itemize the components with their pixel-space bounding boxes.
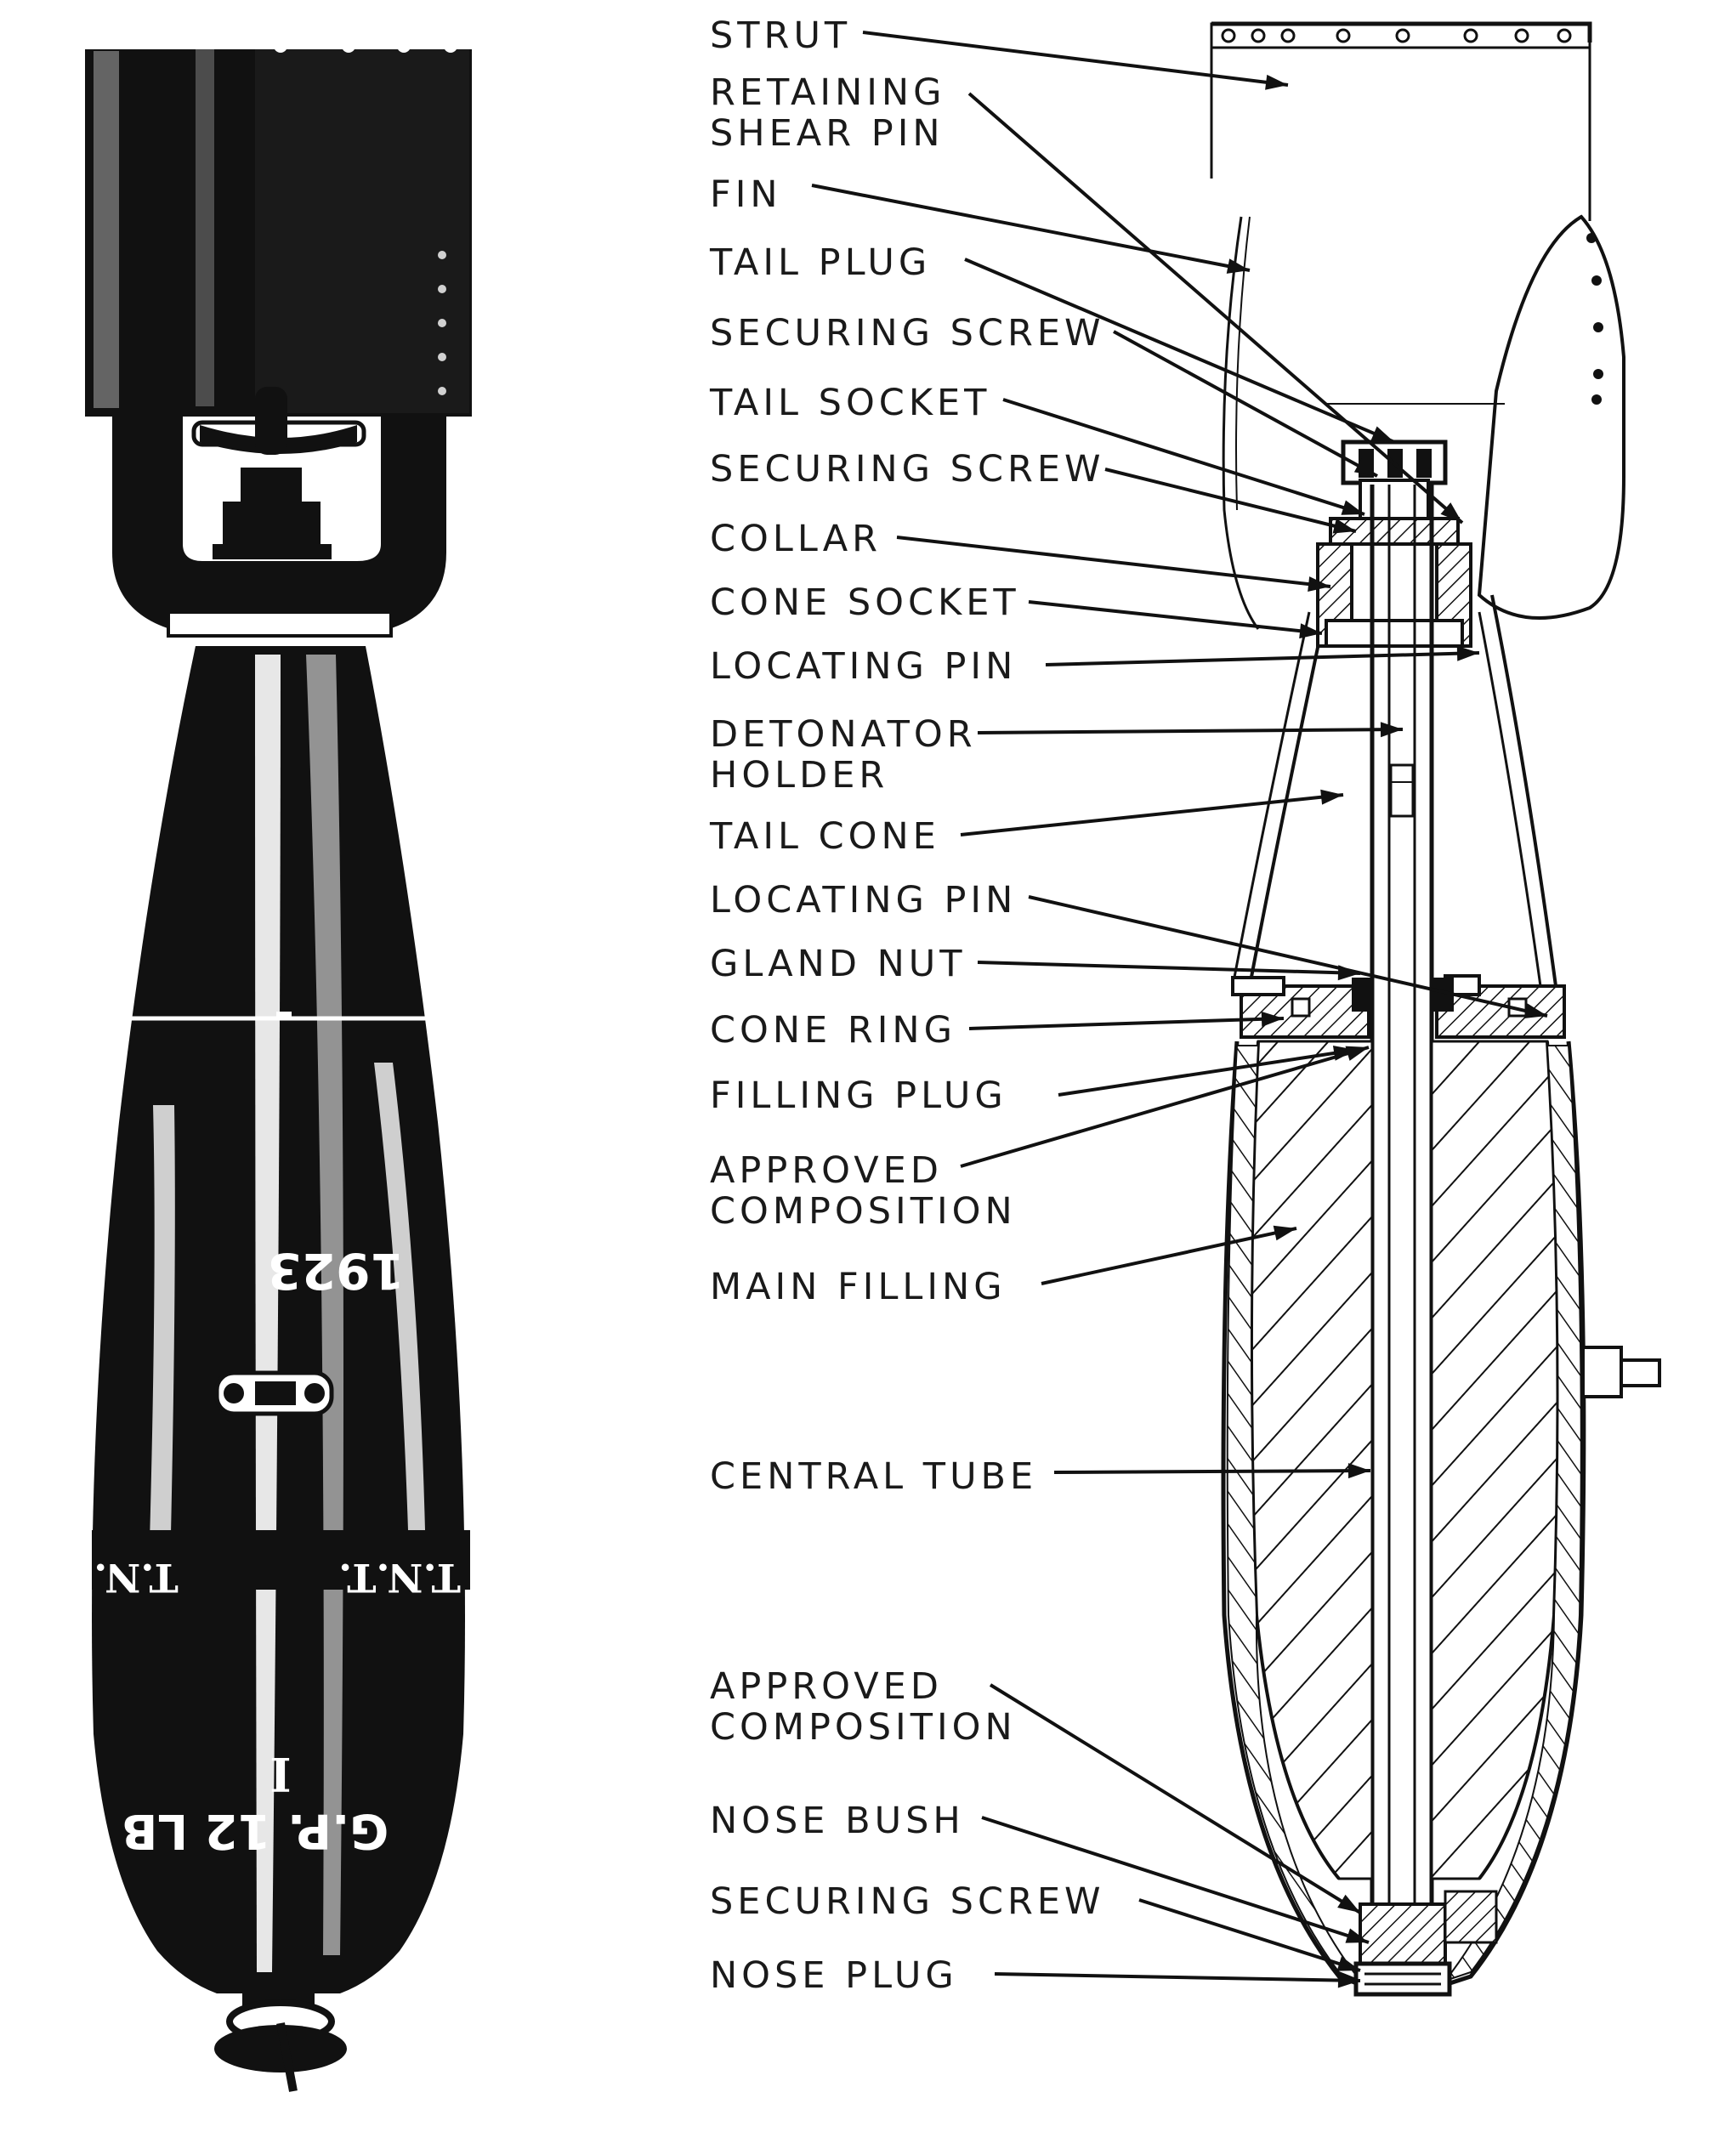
cone-ring	[1231, 974, 1566, 1039]
leader-lines	[811, 31, 1548, 1988]
leader-tail-plug	[964, 258, 1395, 444]
bomb-body	[92, 646, 465, 1993]
label-tail-plug: TAIL PLUG	[710, 241, 932, 284]
leader-tail-cone	[960, 793, 1344, 836]
marking-type: G.P. 12 LB	[122, 1803, 389, 1858]
leader-nose-plug	[994, 1972, 1361, 1982]
label-main-filling: MAIN FILLING	[710, 1266, 1007, 1308]
arrowhead-securing-screw-3	[1336, 1956, 1360, 1971]
label-filling-plug: FILLING PLUG	[710, 1075, 1007, 1117]
label-approved-composition-2: APPROVED COMPOSITION	[710, 1665, 1017, 1749]
label-cone-socket: CONE SOCKET	[710, 581, 1020, 624]
arrowhead-nose-bush	[1345, 1928, 1369, 1943]
label-securing-screw-3: SECURING SCREW	[710, 1880, 1105, 1923]
label-gland-nut: GLAND NUT	[710, 943, 967, 985]
leader-strut	[862, 31, 1289, 87]
leader-main-filling	[1041, 1227, 1297, 1285]
label-nose-bush: NOSE BUSH	[710, 1800, 965, 1842]
label-detonator-holder: DETONATOR HOLDER	[710, 713, 977, 797]
label-securing-screw-2: SECURING SCREW	[710, 448, 1105, 490]
label-nose-plug: NOSE PLUG	[710, 1954, 958, 1997]
label-locating-pin-1: LOCATING PIN	[710, 645, 1018, 688]
arrowhead-approved-composition-2	[1337, 1894, 1360, 1913]
leader-filling-plug	[1058, 1048, 1357, 1097]
leader-fin	[811, 184, 1251, 272]
main-filling	[1250, 1040, 1374, 1880]
leader-locating-pin-1	[1045, 651, 1480, 666]
arrowhead-collar	[1308, 576, 1330, 593]
leader-securing-screw-3	[1138, 1898, 1361, 1972]
leader-approved-composition-1	[960, 1046, 1370, 1168]
arrowhead-cone-socket	[1299, 623, 1322, 639]
marking-year: 1923	[267, 1242, 404, 1300]
suspension-lug	[214, 1370, 334, 1416]
label-locating-pin-2: LOCATING PIN	[710, 879, 1018, 921]
label-strut: STRUT	[710, 14, 852, 57]
leader-securing-screw-2	[1104, 468, 1357, 533]
fin-right	[1477, 214, 1625, 620]
leader-securing-screw-1	[1113, 330, 1378, 478]
arrowhead-securing-screw-1	[1353, 458, 1377, 476]
nose-assembly	[1353, 1890, 1498, 1997]
bomb-sectional-view	[1210, 21, 1661, 1997]
label-retaining-shear-pin: RETAINING SHEAR PIN	[710, 71, 946, 155]
label-central-tube: CENTRAL TUBE	[710, 1455, 1038, 1498]
label-fin: FIN	[710, 173, 782, 216]
arrowhead-central-tube	[1347, 1463, 1370, 1479]
leader-approved-composition-2	[989, 1683, 1362, 1914]
tail-socket-assembly	[1316, 439, 1472, 648]
arrowhead-main-filling	[1273, 1225, 1296, 1241]
arrowhead-strut	[1265, 74, 1288, 90]
arrowhead-detonator-holder	[1380, 722, 1403, 738]
arrowhead-securing-screw-2	[1332, 519, 1356, 534]
bomb-exterior-view: 1923 T.N.T. T.N. G.P. 12 LB I	[85, 31, 472, 2092]
leader-nose-bush	[981, 1816, 1370, 1944]
leader-collar	[896, 536, 1331, 588]
arrowhead-locating-pin-2	[1523, 1003, 1547, 1018]
arrowhead-tail-cone	[1320, 789, 1343, 805]
marking-tnt: T.N.T.	[338, 1555, 461, 1601]
marking-tn: T.N.	[94, 1555, 178, 1601]
central-tube	[1370, 485, 1434, 1981]
leader-tail-socket	[1002, 398, 1365, 516]
arrowhead-gland-nut	[1337, 965, 1360, 981]
label-securing-screw-1: SECURING SCREW	[710, 312, 1105, 354]
arrowhead-approved-composition-1	[1345, 1046, 1369, 1061]
label-collar: COLLAR	[710, 518, 882, 560]
arrowhead-fin	[1226, 258, 1250, 274]
arrowhead-nose-plug	[1337, 1972, 1360, 1988]
arrowhead-tail-plug	[1370, 426, 1394, 442]
arrowhead-locating-pin-1	[1456, 645, 1479, 661]
arrowhead-retaining-shear-pin	[1440, 502, 1462, 523]
leader-cone-ring	[968, 1017, 1285, 1030]
leader-detonator-holder	[977, 728, 1404, 734]
leader-locating-pin-2	[1028, 895, 1548, 1018]
leader-central-tube	[1053, 1469, 1371, 1474]
label-tail-cone: TAIL CONE	[710, 815, 940, 858]
arrowhead-cone-ring	[1261, 1011, 1284, 1027]
label-tail-socket: TAIL SOCKET	[710, 382, 991, 424]
arrowhead-tail-socket	[1341, 500, 1364, 515]
leader-cone-socket	[1028, 600, 1323, 635]
label-approved-composition-1: APPROVED COMPOSITION	[710, 1149, 1017, 1233]
leader-retaining-shear-pin	[967, 92, 1464, 524]
leader-gland-nut	[977, 961, 1361, 975]
label-cone-ring: CONE RING	[710, 1009, 956, 1052]
marking-mark: I	[269, 1747, 291, 1801]
